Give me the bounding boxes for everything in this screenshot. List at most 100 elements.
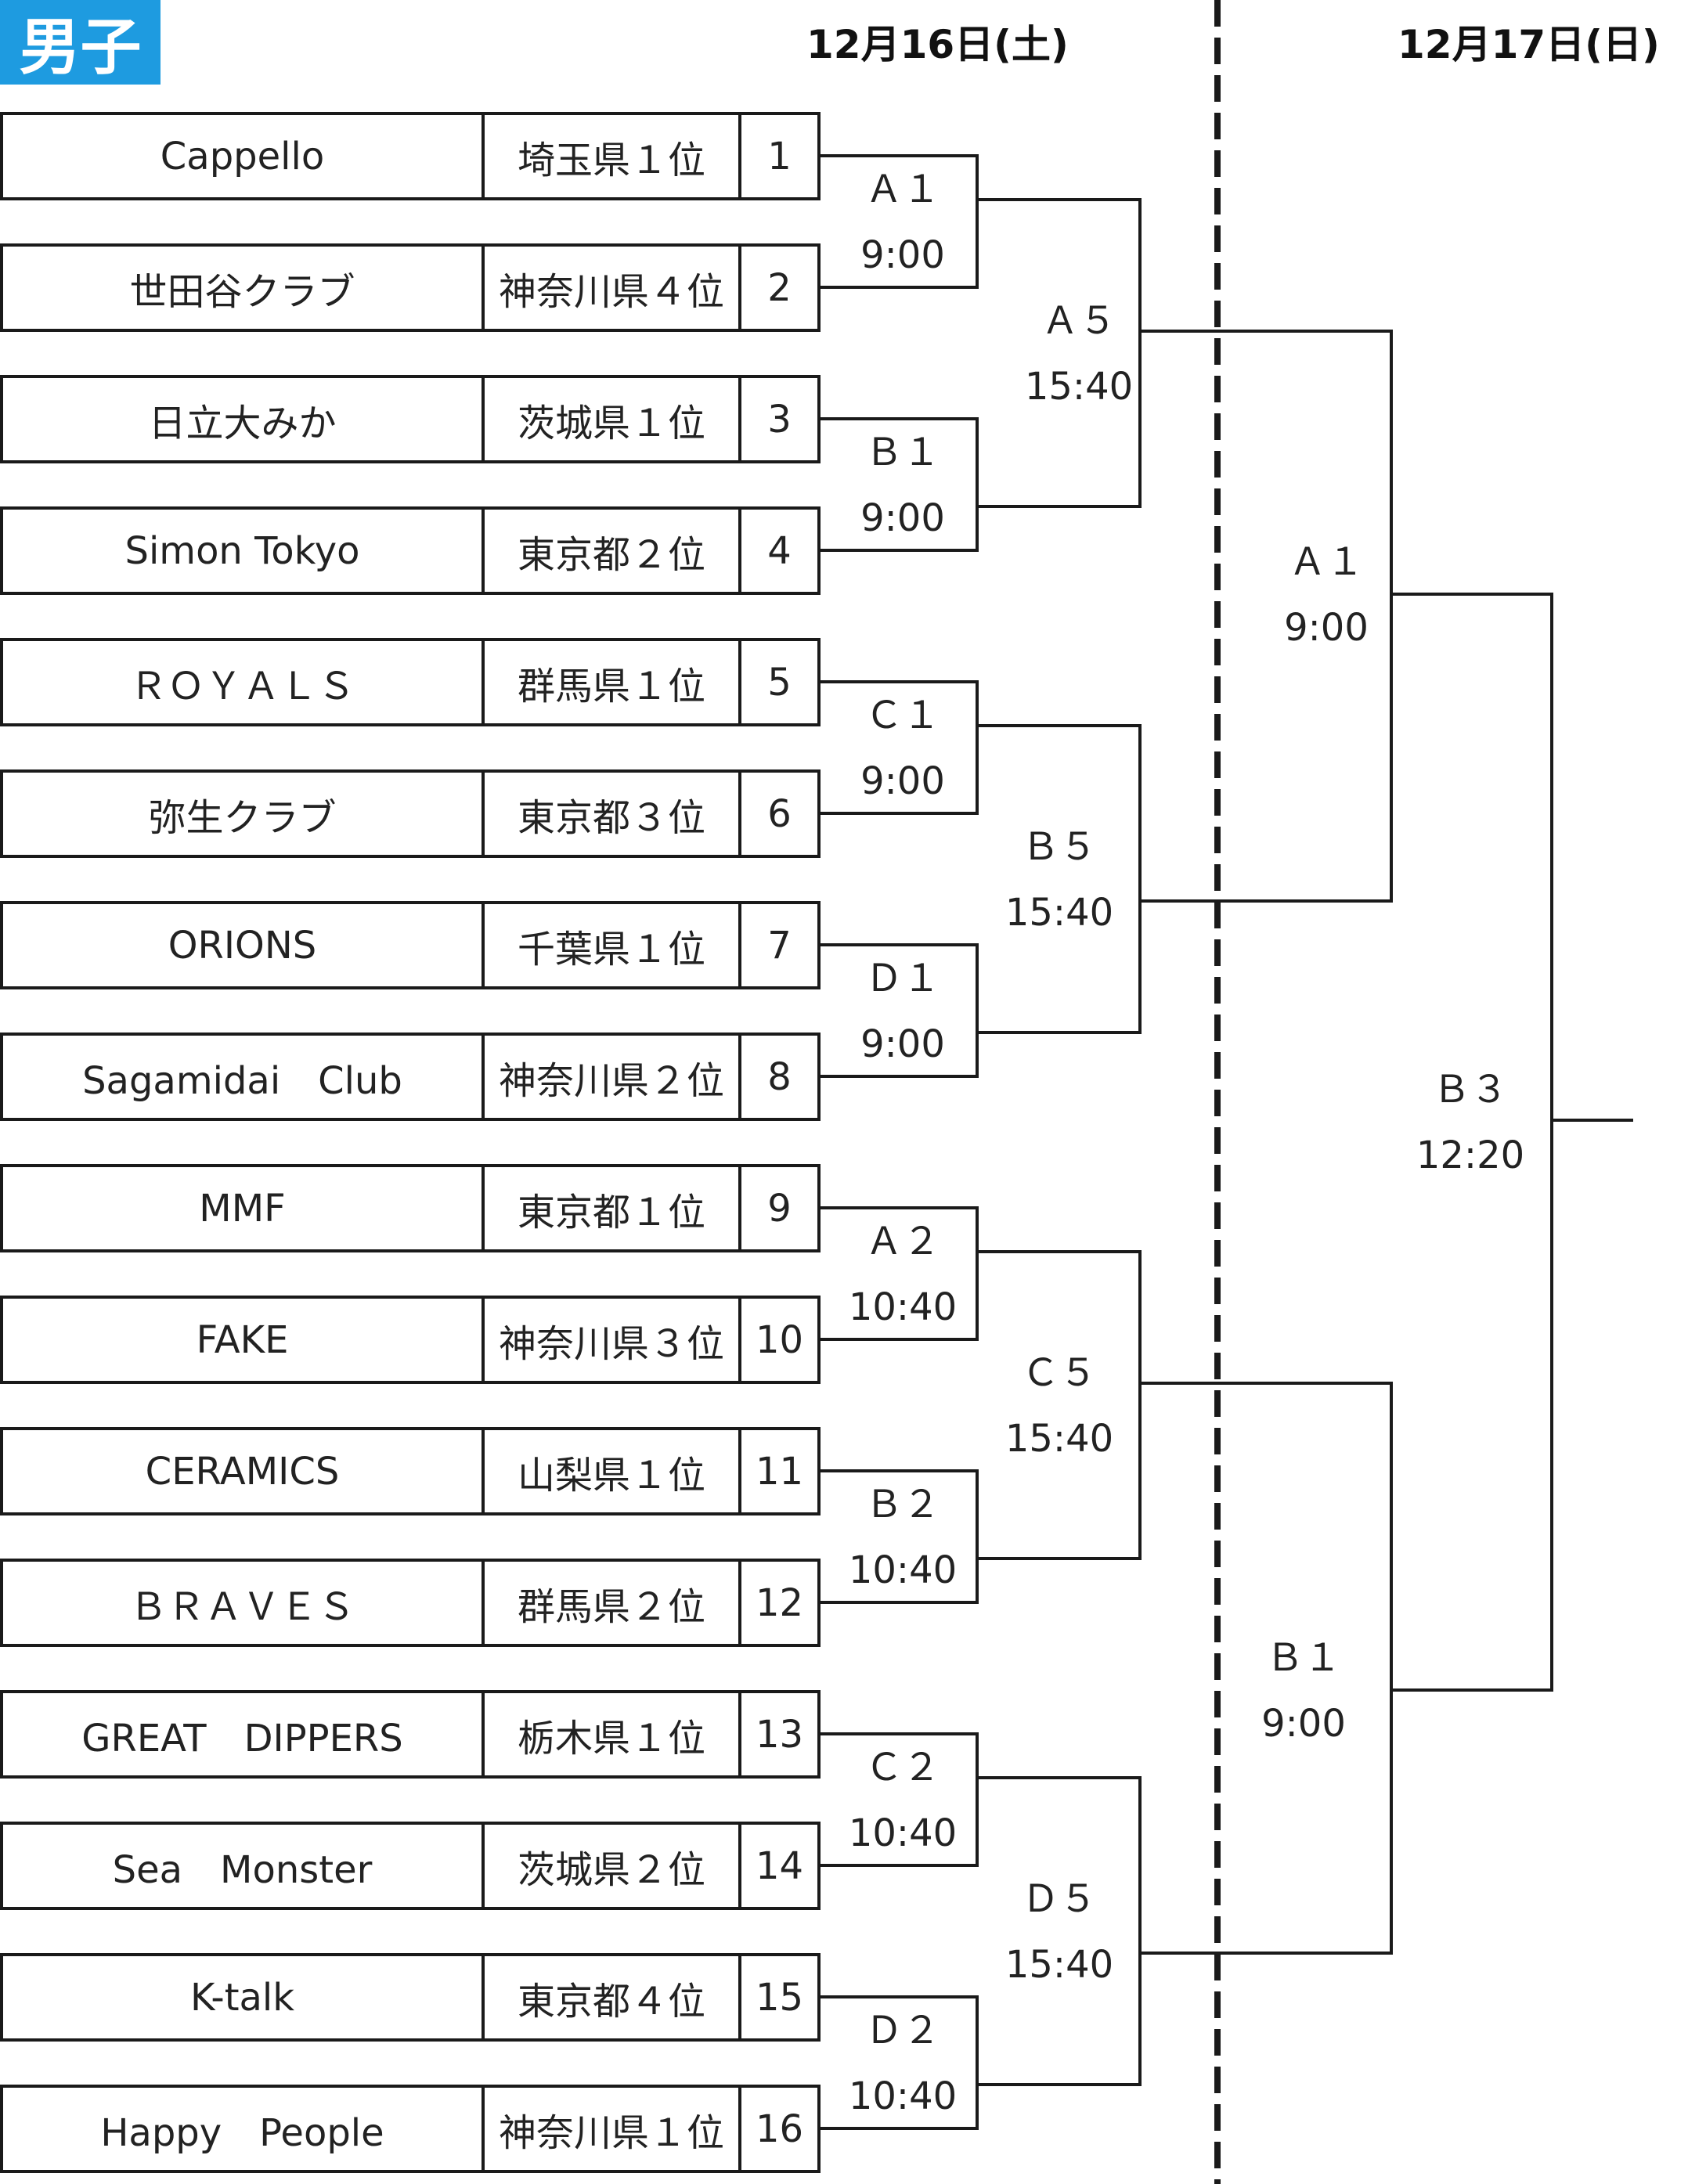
bracket-connector xyxy=(821,1206,979,1341)
match-court: Ｄ１ xyxy=(864,957,940,1000)
match-label: Ｃ１ 9:00 xyxy=(828,683,977,814)
team-seed: 3 xyxy=(738,375,821,463)
team-prefecture: 茨城県２位 xyxy=(482,1822,741,1910)
team-prefecture: 山梨県１位 xyxy=(482,1427,741,1515)
team-prefecture: 神奈川県２位 xyxy=(482,1033,741,1121)
match-label: Ｄ５ 15:40 xyxy=(985,1866,1134,1998)
team-prefecture: 神奈川県３位 xyxy=(482,1296,741,1384)
bracket-connector xyxy=(977,198,1142,508)
match-court: Ｃ５ xyxy=(1021,1351,1097,1395)
match-time: 10:40 xyxy=(848,1548,958,1592)
team-name: Cappello xyxy=(0,112,485,200)
team-row: 世田谷クラブ 神奈川県４位 2 xyxy=(0,243,821,332)
bracket-connector xyxy=(821,154,979,289)
team-row: GREAT DIPPERS 栃木県１位 13 xyxy=(0,1690,821,1779)
match-label: Ａ１ 9:00 xyxy=(1252,529,1401,661)
team-name: ＲＯＹＡＬＳ xyxy=(0,638,485,726)
category-badge: 男子 xyxy=(0,0,161,85)
team-name: Simon Tokyo xyxy=(0,506,485,595)
team-seed: 16 xyxy=(738,2085,821,2173)
team-seed: 14 xyxy=(738,1822,821,1910)
match-time: 15:40 xyxy=(1005,1943,1114,1987)
team-name: ＢＲＡＶＥＳ xyxy=(0,1559,485,1647)
team-seed: 2 xyxy=(738,243,821,332)
bracket-connector xyxy=(821,943,979,1078)
match-time: 10:40 xyxy=(848,2074,958,2118)
team-row: K-talk 東京都４位 15 xyxy=(0,1953,821,2042)
team-seed: 8 xyxy=(738,1033,821,1121)
bracket-connector xyxy=(821,417,979,552)
team-prefecture: 茨城県１位 xyxy=(482,375,741,463)
team-row: ORIONS 千葉県１位 7 xyxy=(0,901,821,989)
team-row: ＲＯＹＡＬＳ 群馬県１位 5 xyxy=(0,638,821,726)
match-label: Ａ２ 10:40 xyxy=(828,1209,977,1340)
match-time: 9:00 xyxy=(860,496,945,540)
team-seed: 10 xyxy=(738,1296,821,1384)
bracket-connector xyxy=(1140,1382,1393,1955)
team-name: 弥生クラブ xyxy=(0,769,485,858)
match-court: Ｂ５ xyxy=(1021,825,1097,869)
team-row: FAKE 神奈川県３位 10 xyxy=(0,1296,821,1384)
team-row: MMF 東京都１位 9 xyxy=(0,1164,821,1252)
team-prefecture: 群馬県２位 xyxy=(482,1559,741,1647)
team-seed: 7 xyxy=(738,901,821,989)
team-row: Cappello 埼玉県１位 1 xyxy=(0,112,821,200)
team-row: ＢＲＡＶＥＳ 群馬県２位 12 xyxy=(0,1559,821,1647)
match-court: Ａ２ xyxy=(864,1220,940,1263)
team-row: Sea Monster 茨城県２位 14 xyxy=(0,1822,821,1910)
team-name: 日立大みか xyxy=(0,375,485,463)
team-name: 世田谷クラブ xyxy=(0,243,485,332)
team-row: Happy People 神奈川県１位 16 xyxy=(0,2085,821,2173)
team-prefecture: 東京都３位 xyxy=(482,769,741,858)
team-seed: 12 xyxy=(738,1559,821,1647)
match-court: Ｂ１ xyxy=(864,431,940,474)
match-label: Ｄ２ 10:40 xyxy=(828,1998,977,2129)
match-time: 10:40 xyxy=(848,1285,958,1329)
date-day2: 12月17日(日) xyxy=(1398,22,1660,67)
match-court: Ｄ５ xyxy=(1021,1877,1097,1921)
match-court: Ｂ２ xyxy=(864,1483,940,1526)
team-seed: 5 xyxy=(738,638,821,726)
team-row: Sagamidai Club 神奈川県２位 8 xyxy=(0,1033,821,1121)
match-label: Ｂ５ 15:40 xyxy=(985,814,1134,946)
team-prefecture: 群馬県１位 xyxy=(482,638,741,726)
team-seed: 11 xyxy=(738,1427,821,1515)
match-time: 9:00 xyxy=(1284,606,1369,650)
match-time: 10:40 xyxy=(848,1811,958,1855)
match-time: 12:20 xyxy=(1416,1133,1525,1177)
match-court: Ａ５ xyxy=(1041,299,1116,343)
bracket-connector xyxy=(1140,330,1393,903)
team-name: CERAMICS xyxy=(0,1427,485,1515)
match-court: Ｃ１ xyxy=(864,694,940,737)
bracket-connector xyxy=(821,680,979,815)
match-label: Ｂ１ 9:00 xyxy=(828,420,977,551)
match-time: 15:40 xyxy=(1005,891,1114,935)
team-row: CERAMICS 山梨県１位 11 xyxy=(0,1427,821,1515)
bracket-connector xyxy=(977,724,1142,1034)
team-prefecture: 栃木県１位 xyxy=(482,1690,741,1779)
bracket-connector xyxy=(821,1732,979,1867)
team-name: Sagamidai Club xyxy=(0,1033,485,1121)
match-court: Ａ１ xyxy=(864,168,940,211)
team-seed: 15 xyxy=(738,1953,821,2042)
team-name: ORIONS xyxy=(0,901,485,989)
team-seed: 9 xyxy=(738,1164,821,1252)
team-name: Happy People xyxy=(0,2085,485,2173)
bracket-connector xyxy=(821,1995,979,2130)
team-seed: 6 xyxy=(738,769,821,858)
team-name: FAKE xyxy=(0,1296,485,1384)
match-court: Ａ１ xyxy=(1288,540,1364,584)
match-court: Ｄ２ xyxy=(864,2009,940,2052)
team-seed: 13 xyxy=(738,1690,821,1779)
match-time: 9:00 xyxy=(860,759,945,803)
team-prefecture: 神奈川県１位 xyxy=(482,2085,741,2173)
team-row: 弥生クラブ 東京都３位 6 xyxy=(0,769,821,858)
team-prefecture: 千葉県１位 xyxy=(482,901,741,989)
